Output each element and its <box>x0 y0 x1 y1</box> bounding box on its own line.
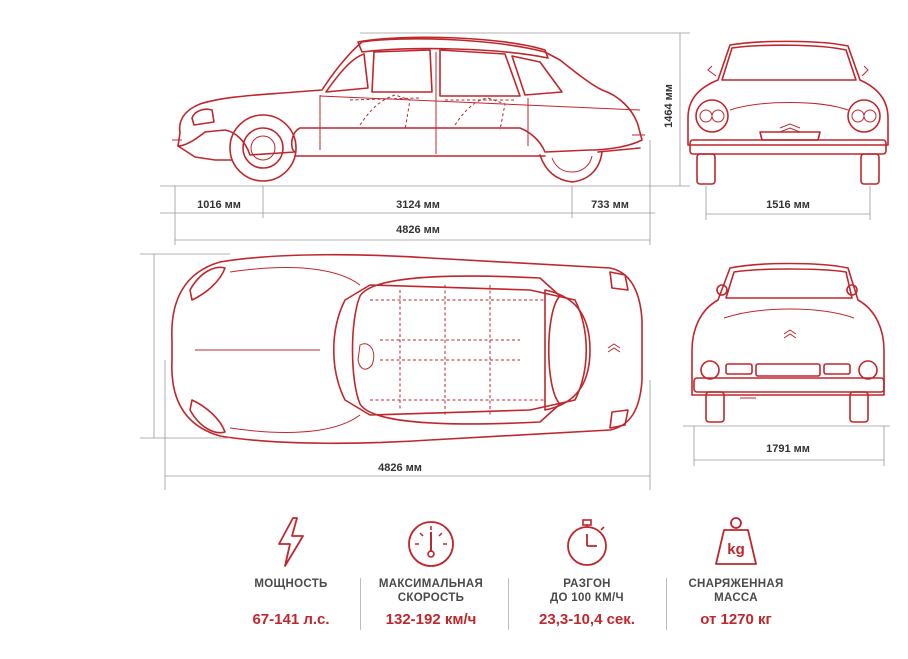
top-view: 4826 мм <box>140 253 651 490</box>
side-front-overhang-label: 1016 мм <box>197 199 241 211</box>
spec-max-speed-value: 132-192 км/ч <box>385 611 477 628</box>
lightning-icon <box>278 517 304 567</box>
divider <box>666 578 667 630</box>
divider <box>508 578 509 630</box>
speedometer-icon <box>408 521 454 567</box>
spec-acceleration-value: 23,3-10,4 сек. <box>539 611 635 628</box>
divider <box>360 578 361 630</box>
front-track-label: 1516 мм <box>766 199 810 211</box>
side-length-label: 4826 мм <box>396 224 440 236</box>
stopwatch-icon <box>567 519 607 566</box>
rear-view: 1791 мм <box>683 262 890 466</box>
side-wheelbase-label: 3124 мм <box>396 199 440 211</box>
side-view: 1016 мм 3124 мм 733 мм 4826 мм 1464 мм <box>160 32 690 245</box>
svg-text:kg: kg <box>727 541 745 558</box>
spec-power-value: 67-141 л.с. <box>252 611 330 628</box>
car-blueprint: 1016 мм 3124 мм 733 мм 4826 мм 1464 мм 1… <box>140 32 890 490</box>
spec-curb-weight-value: от 1270 кг <box>700 611 772 628</box>
spec-power: МОЩНОСТЬ 67-141 л.с. <box>216 500 366 659</box>
side-rear-overhang-label: 733 мм <box>591 199 629 211</box>
top-length-label: 4826 мм <box>378 462 422 474</box>
front-view: 1516 мм <box>687 40 889 220</box>
width-label: 1791 мм <box>766 443 810 455</box>
spec-power-label: МОЩНОСТЬ <box>254 578 328 590</box>
weight-kg-icon: kg <box>715 517 757 565</box>
height-label: 1464 мм <box>663 84 675 128</box>
